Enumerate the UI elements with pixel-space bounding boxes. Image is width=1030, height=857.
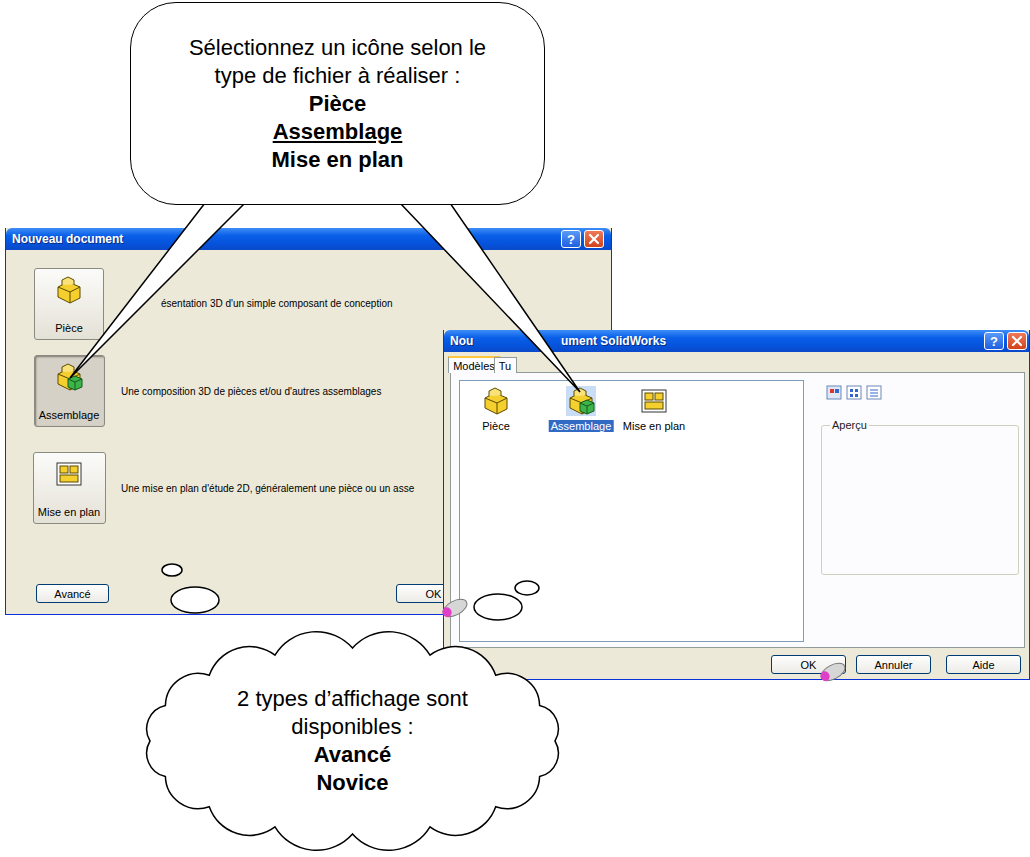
callout-text: 2 types d’affichage sont disponibles : xyxy=(213,685,493,741)
button-label: Annuler xyxy=(875,659,913,671)
file-type-icon xyxy=(54,459,84,489)
help-button: ? xyxy=(984,332,1004,350)
title-bar: Nouveau document? xyxy=(6,228,611,250)
cloud-outline xyxy=(130,628,575,854)
help-button: Aide xyxy=(946,655,1021,674)
display-mode-name: Novice xyxy=(316,769,388,797)
display-mode-name: Avancé xyxy=(314,741,391,769)
help-button: ? xyxy=(561,230,581,248)
window-title: Nouveau document xyxy=(12,232,123,246)
ok-button: OK xyxy=(771,655,846,674)
part-icon xyxy=(481,386,511,416)
advanced-button: Avancé xyxy=(36,584,109,603)
description-text: Une mise en plan d'étude 2D, généralemen… xyxy=(121,483,414,494)
file-type-icon xyxy=(54,362,84,392)
title-bar: Nou ument SolidWorks? xyxy=(444,330,1029,352)
cancel-button: Annuler xyxy=(856,655,931,674)
button-label: Aide xyxy=(972,659,994,671)
tab: Modèles xyxy=(448,356,500,373)
close-button xyxy=(1007,332,1027,350)
template-list xyxy=(459,380,804,642)
window-title: ument SolidWorks xyxy=(561,334,666,348)
template-label: Assemblage xyxy=(549,420,614,432)
tab: Tu xyxy=(494,357,517,373)
help-symbol: ? xyxy=(990,334,998,349)
description-text: ésentation 3D d'un simple composant de c… xyxy=(161,298,393,309)
dialog-window: Nou ument SolidWorks? Modèles TuAperçuOK Ann… xyxy=(443,330,1030,680)
close-button xyxy=(584,230,604,248)
description-text: Une composition 3D de pièces et/ou d'aut… xyxy=(121,386,381,397)
close-cross xyxy=(1008,333,1026,349)
button-label: Mise en plan xyxy=(38,506,100,518)
drawing-icon xyxy=(639,386,669,416)
button-label: Assemblage xyxy=(39,409,100,421)
button-label: Pièce xyxy=(55,322,83,334)
template-label: Mise en plan xyxy=(621,420,687,432)
thought-cloud: 2 types d’affichage sont disponibles :Av… xyxy=(130,628,575,854)
template-label: Pièce xyxy=(480,420,512,432)
callout-bubble: Sélectionnez un icône selon le type de f… xyxy=(130,2,545,205)
help-symbol: ? xyxy=(567,232,575,247)
tab-label: Modèles xyxy=(453,360,495,372)
callout-text: Sélectionnez un icône selon le type de f… xyxy=(173,34,503,90)
drawing-button: Mise en plan xyxy=(33,452,106,524)
group-title: Aperçu xyxy=(830,419,869,431)
button-label: Avancé xyxy=(54,588,91,600)
button-label: OK xyxy=(426,588,442,600)
window-title: Nou xyxy=(450,334,473,348)
file-type-name: Pièce xyxy=(309,90,367,118)
preview-group: Aperçu xyxy=(821,425,1019,575)
view-buttons xyxy=(826,385,886,401)
close-cross xyxy=(585,231,603,247)
assembly-button: Assemblage xyxy=(34,355,105,427)
part-button: Pièce xyxy=(34,268,104,340)
file-type-name: Assemblage xyxy=(273,118,403,146)
tab-label: Tu xyxy=(499,360,511,372)
file-type-name: Mise en plan xyxy=(271,146,403,174)
button-label: OK xyxy=(801,659,817,671)
file-type-icon xyxy=(54,275,84,305)
assembly-icon xyxy=(566,386,596,416)
